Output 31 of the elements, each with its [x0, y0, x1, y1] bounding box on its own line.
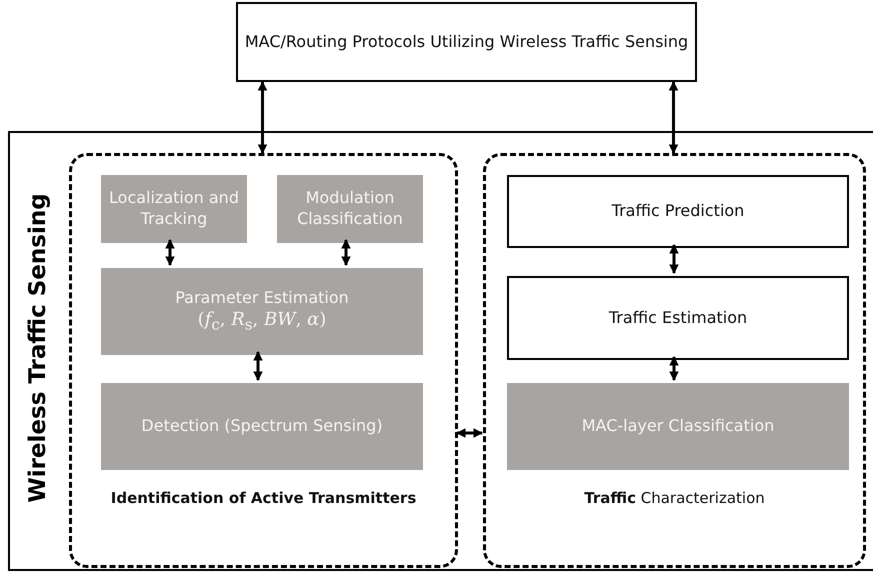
- frame-title: Wireless Traffic Sensing: [25, 193, 51, 503]
- module-box: [101, 383, 423, 470]
- box-label: MAC-layer Classification: [582, 416, 774, 437]
- box-label: Parameter Estimation: [175, 288, 349, 308]
- module-box: [101, 175, 247, 243]
- double-arrow: [669, 356, 679, 381]
- box-label: Modulation Classification: [296, 188, 404, 230]
- system-frame: [8, 131, 873, 571]
- double-arrow: [668, 81, 678, 154]
- group-label: Traffic Characterization: [583, 488, 766, 509]
- parameter-list: (f$_{c}$, R$_{s}$, BW, α): [198, 308, 326, 336]
- box-label: MAC/Routing Protocols Utilizing Wireless Traffic Sensing: [244, 32, 688, 52]
- process-box: [507, 175, 849, 248]
- double-arrow: [258, 81, 268, 154]
- module-box: [277, 175, 423, 243]
- module-box: [507, 383, 849, 470]
- box-label: Traffic Estimation: [608, 308, 748, 328]
- module-box: [101, 268, 423, 355]
- double-arrow: [253, 351, 263, 381]
- double-arrow: [341, 239, 351, 266]
- group-box: [69, 153, 458, 568]
- double-arrow: [669, 244, 679, 274]
- group-box: [483, 153, 866, 568]
- box-label: Traffic Prediction: [612, 201, 744, 222]
- box-label: Localization and Tracking: [108, 188, 240, 230]
- double-arrow: [165, 239, 175, 266]
- box-label: Detection (Spectrum Sensing): [141, 416, 383, 437]
- process-box: [507, 276, 849, 360]
- group-label: Identification of Active Transmitters: [110, 488, 418, 509]
- double-arrow: [456, 428, 483, 438]
- process-box: [236, 2, 697, 82]
